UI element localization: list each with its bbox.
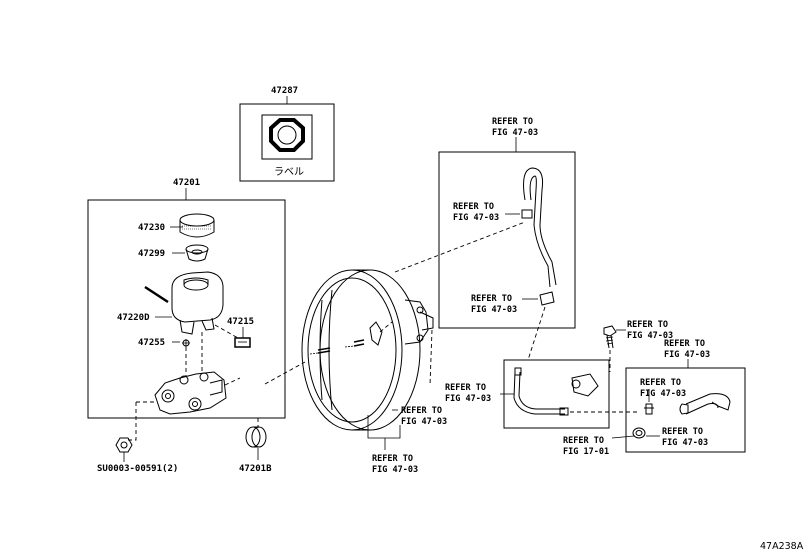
part-number-47299: 47299 (138, 249, 165, 259)
right-clip (644, 403, 654, 415)
part-number-47201B: 47201B (239, 464, 272, 474)
bolt (603, 325, 617, 349)
svg-text:REFER TO: REFER TO (453, 202, 494, 212)
reservoir-strainer (185, 244, 209, 262)
seal-47201B (245, 426, 267, 448)
label-icon (261, 114, 313, 160)
diagram-id: 47A238A (760, 541, 804, 552)
reservoir-pin (182, 339, 190, 347)
refer-booster-bottom: REFER TO FIG 47-03 (372, 454, 418, 475)
label-box (239, 103, 335, 182)
part-number-47201: 47201 (173, 178, 200, 188)
svg-text:REFER TO: REFER TO (563, 436, 604, 446)
svg-text:FIG 47-03: FIG 47-03 (471, 305, 517, 315)
master-cylinder-box (87, 199, 286, 419)
refer-fig-17-01: REFER TO FIG 17-01 (563, 436, 609, 457)
refer-bolt: REFER TO FIG 47-03 (627, 320, 673, 341)
svg-text:REFER TO: REFER TO (627, 320, 668, 330)
reservoir-grommet (234, 337, 251, 348)
refer-right-clip: REFER TO FIG 47-03 (640, 378, 686, 399)
part-number-47255: 47255 (138, 338, 165, 348)
svg-text:REFER TO: REFER TO (372, 454, 413, 464)
right-hose-clamp (632, 427, 646, 439)
svg-text:FIG 47-03: FIG 47-03 (664, 350, 710, 360)
part-number-47287: 47287 (271, 86, 298, 96)
refer-hose-top: REFER TO FIG 47-03 (492, 117, 538, 138)
master-cylinder-body (154, 371, 227, 415)
right-hose (679, 393, 731, 415)
part-number-su0003: SU0003-00591(2) (97, 464, 178, 474)
svg-text:REFER TO: REFER TO (664, 339, 705, 349)
svg-text:FIG 47-03: FIG 47-03 (453, 213, 499, 223)
svg-text:FIG 47-03: FIG 47-03 (401, 417, 447, 427)
refer-right-clamp: REFER TO FIG 47-03 (662, 427, 708, 448)
refer-booster-side: REFER TO FIG 47-03 (401, 406, 447, 427)
vacuum-hose (521, 167, 557, 306)
reservoir-tank (144, 271, 224, 335)
svg-text:FIG 47-03: FIG 47-03 (627, 331, 673, 341)
label-text: ラベル (274, 166, 304, 178)
refer-hose-clamp-upper: REFER TO FIG 47-03 (453, 202, 499, 223)
refer-check-valve: REFER TO FIG 47-03 (445, 383, 491, 404)
svg-text:REFER TO: REFER TO (640, 378, 681, 388)
refer-right-box: REFER TO FIG 47-03 (664, 339, 710, 360)
svg-text:REFER TO: REFER TO (401, 406, 442, 416)
svg-text:FIG 47-03: FIG 47-03 (492, 128, 538, 138)
svg-text:REFER TO: REFER TO (492, 117, 533, 127)
svg-text:FIG 47-03: FIG 47-03 (372, 465, 418, 475)
part-number-47220D: 47220D (117, 313, 150, 323)
svg-text:FIG 47-03: FIG 47-03 (662, 438, 708, 448)
svg-text:REFER TO: REFER TO (662, 427, 703, 437)
nut-su0003 (115, 437, 133, 453)
svg-text:FIG 47-03: FIG 47-03 (640, 389, 686, 399)
part-number-47215: 47215 (227, 317, 254, 327)
refer-hose-clamp-lower: REFER TO FIG 47-03 (471, 294, 517, 315)
booster-studs (309, 339, 365, 355)
svg-text:REFER TO: REFER TO (471, 294, 512, 304)
svg-text:REFER TO: REFER TO (445, 383, 486, 393)
right-hose-box (625, 367, 746, 453)
svg-text:FIG 17-01: FIG 17-01 (563, 447, 609, 457)
check-valve-box (503, 359, 610, 429)
vacuum-hose-box (438, 151, 576, 329)
part-number-47230: 47230 (138, 223, 165, 233)
check-valve-hose (513, 367, 599, 416)
reservoir-cap (179, 213, 215, 238)
svg-text:FIG 47-03: FIG 47-03 (445, 394, 491, 404)
